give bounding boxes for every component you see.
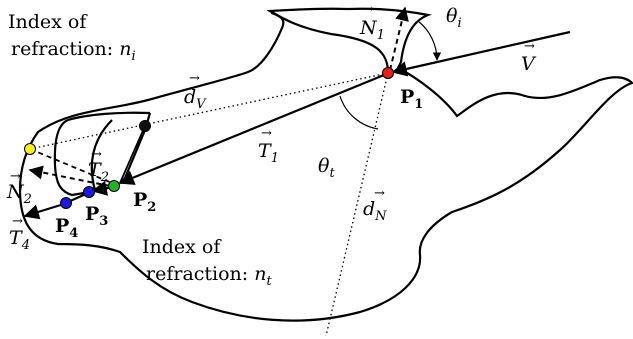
svg-text:P4: P4: [55, 215, 78, 241]
svg-text:→: →: [12, 214, 23, 229]
point-black: [139, 120, 151, 132]
svg-text:→: →: [363, 2, 374, 17]
point-P2: [108, 180, 120, 192]
ray-T4: [23, 202, 65, 220]
point-P1: [382, 67, 394, 79]
svg-text:θi: θi: [446, 5, 462, 31]
label-N1: → N1: [359, 2, 385, 43]
refracted-ray-T1: [118, 73, 385, 185]
inner-label-symbol: n: [254, 263, 266, 285]
label-T1: → T1: [258, 126, 279, 166]
normal-N2: [28, 165, 111, 187]
label-dV: → dV: [184, 71, 207, 112]
label-N2: → N2: [6, 169, 32, 207]
label-P2: P2: [133, 189, 156, 215]
inner-label-word: refraction:: [146, 263, 254, 285]
svg-text:T1: T1: [258, 140, 279, 166]
outer-label-subscript: i: [132, 49, 136, 64]
svg-text:P3: P3: [85, 203, 108, 229]
svg-text:→: →: [189, 71, 200, 86]
svg-text:→: →: [374, 186, 385, 201]
point-yellow: [24, 143, 36, 155]
inner-label-line2: refraction: nt: [146, 263, 273, 289]
svg-text:N1: N1: [359, 17, 385, 43]
svg-text:dN: dN: [363, 198, 387, 224]
theta-i-arc: [417, 20, 442, 61]
svg-text:dV: dV: [184, 86, 207, 112]
theta-t-arc: [339, 95, 379, 130]
svg-text:→: →: [261, 126, 272, 141]
outer-label-word: refraction:: [11, 38, 119, 60]
label-T2: → T2: [88, 147, 109, 185]
svg-text:P2: P2: [133, 189, 156, 215]
dN-dotted-line: [325, 72, 389, 337]
svg-text:P1: P1: [400, 86, 423, 112]
svg-text:θt: θt: [318, 155, 335, 181]
label-P3: P3: [85, 203, 108, 229]
svg-text:T2: T2: [88, 159, 109, 185]
teapot-outline: [18, 7, 633, 322]
normal-N1: [389, 6, 409, 71]
point-P4: [60, 197, 72, 209]
svg-text:→: →: [10, 169, 21, 184]
svg-text:T4: T4: [9, 227, 30, 253]
svg-text:N2: N2: [6, 181, 32, 207]
svg-text:V: V: [521, 53, 537, 75]
label-theta-i: θi: [446, 5, 462, 31]
point-P3: [83, 186, 95, 198]
outer-label-line2: refraction: ni: [11, 38, 136, 64]
outer-label-line1: Index of: [8, 11, 88, 33]
svg-text:→: →: [91, 147, 102, 162]
ray-black-to-P3: [119, 125, 146, 184]
outer-label-symbol: n: [119, 38, 131, 60]
label-V: → V: [521, 39, 537, 75]
label-P4: P4: [55, 215, 78, 241]
inner-label-subscript: t: [267, 274, 273, 289]
label-T4: → T4: [9, 214, 30, 253]
label-P1: P1: [400, 86, 423, 112]
yellow-to-P2-dashed: [29, 148, 113, 184]
svg-text:→: →: [524, 39, 535, 54]
inner-label-line1: Index of: [142, 236, 222, 258]
incident-ray-V: [391, 30, 571, 77]
label-dN: → dN: [363, 186, 387, 224]
label-theta-t: θt: [318, 155, 335, 181]
